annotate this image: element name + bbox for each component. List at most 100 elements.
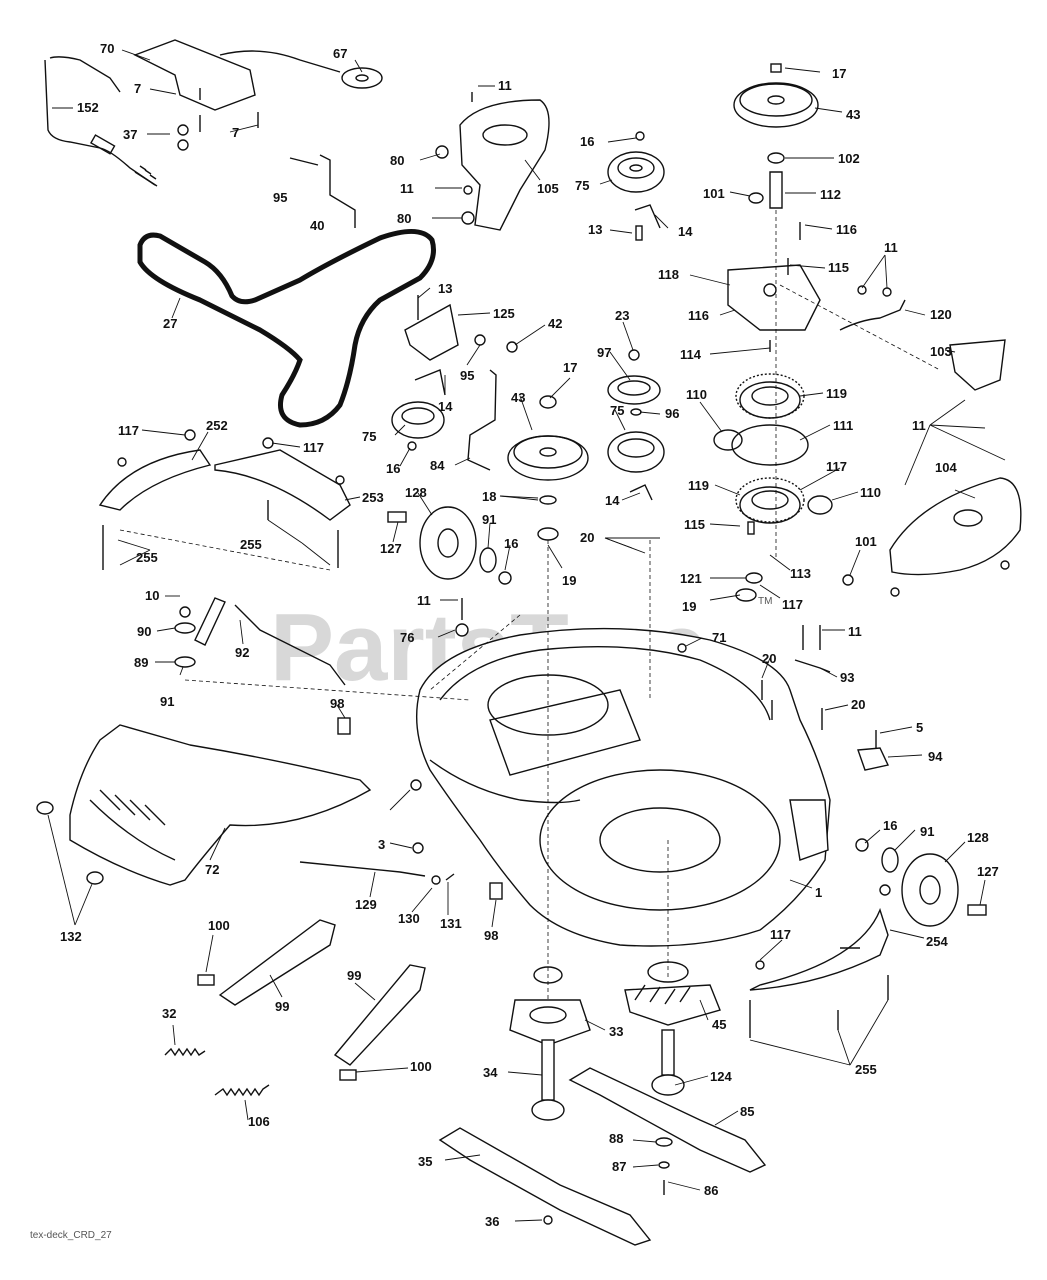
- callout-label: 23: [615, 308, 629, 323]
- callout-label: 43: [511, 390, 525, 405]
- callout-label: 94: [928, 749, 943, 764]
- gear-set-lower: [735, 477, 854, 602]
- gear-set-upper: [713, 373, 809, 466]
- callout-label: 115: [684, 517, 705, 532]
- callout-label: 127: [977, 864, 999, 879]
- callout-label: 128: [405, 485, 427, 500]
- lift-arm-right: [333, 964, 426, 1081]
- gear-housing-plate: [727, 222, 906, 352]
- callout-label: 19: [682, 599, 696, 614]
- callout-label: 253: [362, 490, 384, 505]
- footer-code: tex-deck_CRD_27: [30, 1230, 112, 1241]
- callout-label: 119: [826, 386, 847, 401]
- callout-label: 34: [483, 1065, 498, 1080]
- callout-label: 85: [740, 1104, 754, 1119]
- idler-pulley-right: [607, 349, 665, 501]
- blade-right: [568, 1067, 767, 1195]
- callout-label: 121: [680, 571, 702, 586]
- callout-label: 129: [355, 897, 377, 912]
- callout-label: 72: [205, 862, 219, 877]
- callout-label: 130: [398, 911, 420, 926]
- callout-label: 91: [920, 824, 934, 839]
- callout-label: 120: [930, 307, 952, 322]
- callout-label: 102: [838, 151, 860, 166]
- discharge-chute: [36, 724, 372, 886]
- callout-label: 7: [232, 125, 239, 140]
- callout-label: 20: [762, 651, 776, 666]
- callout-label: 112: [820, 187, 841, 202]
- callout-label: 16: [386, 461, 400, 476]
- callout-label: 33: [609, 1024, 623, 1039]
- callout-label: 113: [790, 566, 811, 581]
- callout-label: 119: [688, 478, 709, 493]
- callout-label: 98: [330, 696, 344, 711]
- callout-label: 93: [840, 670, 854, 685]
- callout-label: 18: [482, 489, 496, 504]
- callout-label: 132: [60, 929, 82, 944]
- callout-label: 5: [916, 720, 923, 735]
- callout-label: 110: [686, 387, 707, 402]
- callout-label: 10: [145, 588, 159, 603]
- height-adjust-link: [174, 597, 346, 686]
- callout-label: 3: [378, 837, 385, 852]
- callout-label: 17: [563, 360, 577, 375]
- callout-label: 101: [703, 186, 725, 201]
- callout-label: 117: [303, 440, 324, 455]
- callout-label: 80: [390, 153, 404, 168]
- callout-label: 111: [833, 418, 853, 433]
- callout-label: 11: [884, 240, 898, 255]
- callout-label: 100: [410, 1059, 432, 1074]
- callout-label: 20: [580, 530, 594, 545]
- callout-label: 16: [883, 818, 897, 833]
- callout-label: 45: [712, 1017, 726, 1032]
- callout-label: 70: [100, 41, 114, 56]
- assembly-guides: [119, 210, 941, 1000]
- belt-guide: [435, 92, 550, 231]
- anti-scalp-bracket-right: [749, 884, 891, 1038]
- callout-label: 17: [832, 66, 846, 81]
- callout-label: 13: [438, 281, 452, 296]
- callout-label: 90: [137, 624, 151, 639]
- callout-label: 131: [440, 916, 462, 931]
- callout-label: 86: [704, 1183, 718, 1198]
- mower-deck-housing: [416, 598, 831, 947]
- callout-label: 95: [273, 190, 287, 205]
- callout-label: 128: [967, 830, 989, 845]
- callout-label: 91: [160, 694, 174, 709]
- callout-label: 101: [855, 534, 877, 549]
- callout-label: 99: [275, 999, 289, 1014]
- callout-label: 116: [836, 222, 857, 237]
- spring-small: [164, 1047, 206, 1057]
- callout-label: 14: [438, 399, 453, 414]
- callout-label: 1: [815, 885, 822, 900]
- lift-arm-left: [197, 919, 336, 1006]
- callout-label: 36: [485, 1214, 499, 1229]
- callout-label: 75: [362, 429, 376, 444]
- callout-label: 13: [588, 222, 602, 237]
- bracket-rod: [289, 154, 356, 228]
- callout-label: 95: [460, 368, 474, 383]
- idler-arm: [467, 369, 497, 471]
- callout-label: 117: [770, 927, 791, 942]
- callout-label: 105: [537, 181, 559, 196]
- callout-label: 99: [347, 968, 361, 983]
- trademark-text: TM: [758, 596, 772, 607]
- callout-label: 40: [310, 218, 324, 233]
- callout-label: 117: [118, 423, 139, 438]
- callout-label: 118: [658, 267, 679, 282]
- callout-label: 114: [680, 347, 702, 362]
- callout-label: 67: [333, 46, 347, 61]
- callout-label: 88: [609, 1131, 623, 1146]
- callout-label: 96: [665, 406, 679, 421]
- deck-guard-right: [889, 339, 1022, 597]
- callout-label: 11: [498, 78, 512, 93]
- callout-label: 127: [380, 541, 402, 556]
- callout-label: 11: [848, 624, 862, 639]
- deck-hardware-left: [299, 717, 503, 900]
- callout-label: 104: [935, 460, 957, 475]
- callout-label: 254: [926, 934, 948, 949]
- callout-label: 42: [548, 316, 562, 331]
- callout-label: 125: [493, 306, 515, 321]
- callout-label: 14: [678, 224, 693, 239]
